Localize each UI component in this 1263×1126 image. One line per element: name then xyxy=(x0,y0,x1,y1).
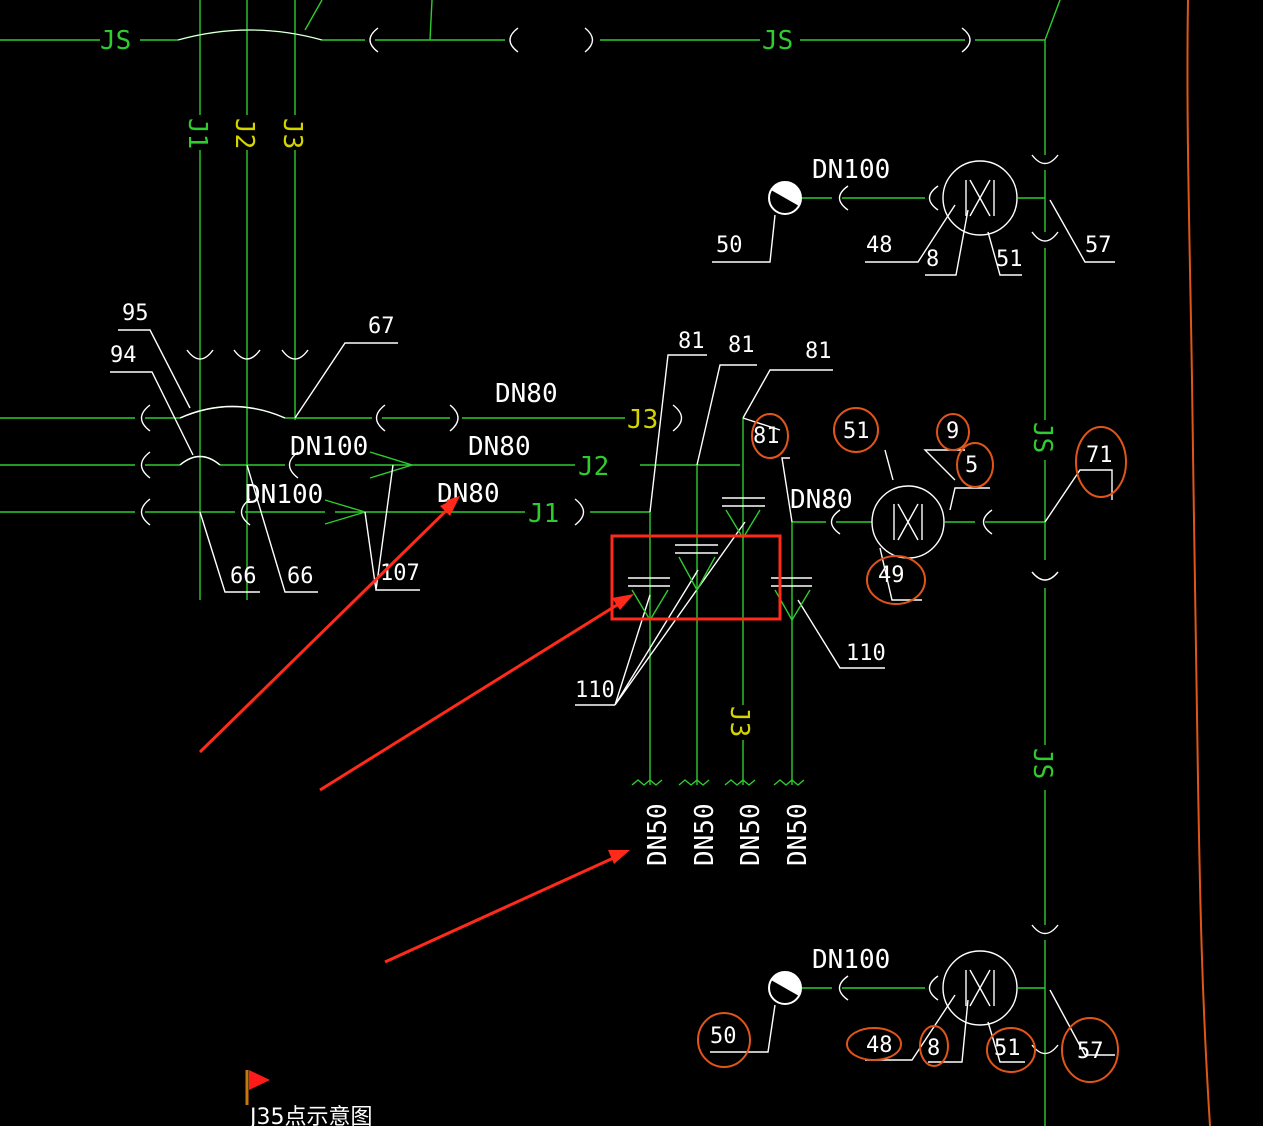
callout-50-lower: 50 xyxy=(710,1024,737,1049)
pipe-label-js-right-upper: JS xyxy=(1027,422,1057,453)
pipe-label-j3-branch: J3 xyxy=(724,706,754,737)
size-label-dn100-upper: DN100 xyxy=(812,155,890,185)
callout-9: 9 xyxy=(946,419,959,444)
callout-8-lower: 8 xyxy=(927,1036,940,1061)
drawing-caption: J35点示意图 xyxy=(248,1105,372,1126)
size-label-dn50-4: DN50 xyxy=(783,803,813,866)
size-label-dn50-3: DN50 xyxy=(736,803,766,866)
callout-110-b: 110 xyxy=(846,641,886,666)
pipe-label-j3-horizontal: J3 xyxy=(627,405,658,435)
callout-51-upper: 51 xyxy=(996,247,1023,272)
size-label-dn100-j1: DN100 xyxy=(245,480,323,510)
red-arrow-line-1 xyxy=(198,503,454,754)
callout-81-b: 81 xyxy=(728,333,755,358)
callout-57-lower: 57 xyxy=(1077,1039,1104,1064)
red-arrowhead-1-icon xyxy=(440,496,460,516)
flag-icon xyxy=(245,1070,270,1105)
size-label-dn80-branch: DN80 xyxy=(790,485,853,515)
highlight-box xyxy=(610,534,782,621)
pipe-label-j1-vertical: J1 xyxy=(182,118,212,149)
size-label-dn100-j2: DN100 xyxy=(290,432,368,462)
pipe-label-js-right-lower: JS xyxy=(1027,748,1057,779)
size-label-dn80-j3: DN80 xyxy=(495,379,558,409)
fittings xyxy=(110,27,1115,1063)
callout-49: 49 xyxy=(878,563,905,588)
callout-8-upper: 8 xyxy=(926,247,939,272)
callout-94: 94 xyxy=(110,343,137,368)
callout-48-upper: 48 xyxy=(866,233,893,258)
pipe-label-j2-vertical: J2 xyxy=(229,118,259,149)
red-arrow-line-2 xyxy=(319,598,626,792)
callout-67: 67 xyxy=(368,314,395,339)
red-arrowhead-3-icon xyxy=(608,850,630,864)
callout-66-a: 66 xyxy=(230,564,257,589)
callout-51-middle: 51 xyxy=(843,419,870,444)
callout-95: 95 xyxy=(122,301,149,326)
size-label-dn50-2: DN50 xyxy=(690,803,720,866)
size-label-dn100-lower: DN100 xyxy=(812,945,890,975)
callout-50-upper: 50 xyxy=(716,233,743,258)
pipe-label-js-top-left: JS xyxy=(100,26,131,56)
orange-highlights xyxy=(697,0,1211,1126)
callout-81-c: 81 xyxy=(805,339,832,364)
callout-107: 107 xyxy=(380,561,420,586)
pipe-label-js-top-right: JS xyxy=(762,26,793,56)
callout-81-a: 81 xyxy=(678,329,705,354)
pipe-label-j3-vertical: J3 xyxy=(277,118,307,149)
pipe-label-j2-horizontal: J2 xyxy=(578,452,609,482)
pressure-gauge-upper-icon xyxy=(768,181,802,215)
callout-81-d: 81 xyxy=(753,424,780,449)
callout-66-b: 66 xyxy=(287,564,314,589)
pipe-lines xyxy=(0,0,1061,1126)
callout-48-lower: 48 xyxy=(866,1033,893,1058)
red-arrowhead-2-icon xyxy=(612,594,634,610)
size-label-dn80-j2: DN80 xyxy=(468,432,531,462)
annotation-arrows xyxy=(198,496,634,964)
callout-51-lower: 51 xyxy=(994,1036,1021,1061)
callout-110-a: 110 xyxy=(575,678,615,703)
pipe-label-j1-horizontal: J1 xyxy=(528,499,559,529)
valve-triangles xyxy=(631,509,811,622)
red-arrow-line-3 xyxy=(384,853,621,964)
size-label-dn50-1: DN50 xyxy=(643,803,673,866)
pressure-gauge-lower-icon xyxy=(768,971,802,1005)
callout-5: 5 xyxy=(965,453,978,478)
callout-71: 71 xyxy=(1086,443,1113,468)
callout-57-upper: 57 xyxy=(1085,233,1112,258)
